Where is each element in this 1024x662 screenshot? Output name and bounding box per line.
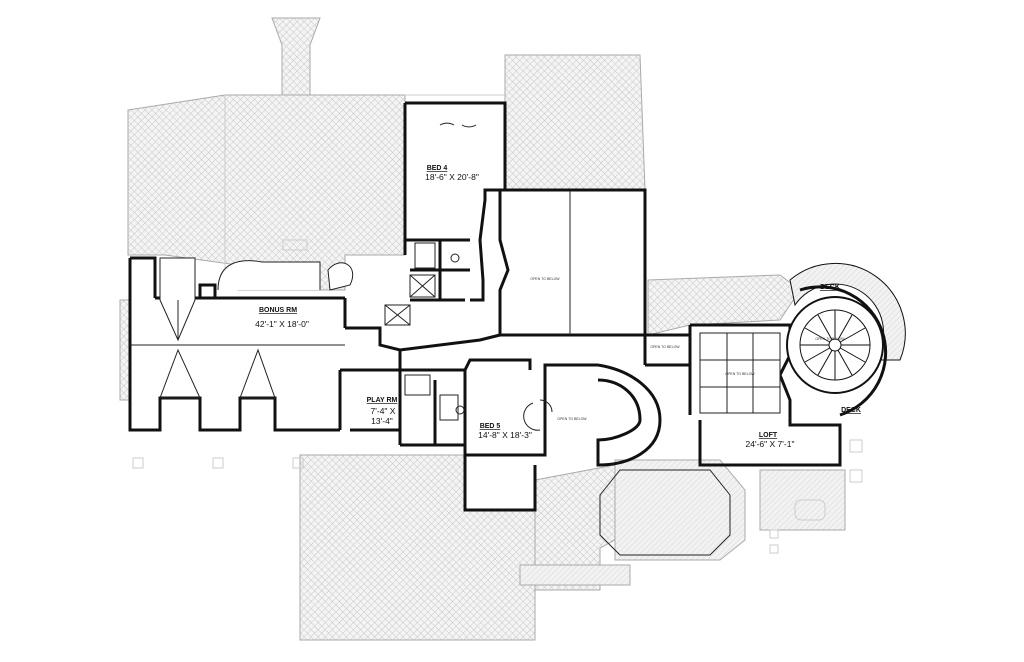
spiral-tower — [786, 262, 906, 417]
bonus-room-name: BONUS RM — [259, 307, 297, 314]
bed5-dims: 14'-8" X 18'-3" — [478, 430, 532, 440]
window-pier — [292, 457, 304, 469]
bed4-name: BED 4 — [427, 165, 448, 172]
front-steps — [519, 564, 631, 586]
open-below-note: OPEN TO BELOW — [650, 345, 680, 349]
chimney — [271, 17, 321, 96]
open-below-note: OPEN TO BELOW — [815, 337, 845, 341]
roof-front-left — [299, 454, 536, 641]
open-below-note: OPEN TO BELOW — [530, 277, 560, 281]
bed4-dims: 18'-6" X 20'-8" — [425, 172, 479, 182]
open-below-note: OPEN TO BELOW — [557, 417, 587, 421]
roof-center-back — [504, 54, 646, 191]
room-labels: BONUS RM 42'-1" X 18'-0" BED 4 18'-6" X … — [255, 165, 861, 449]
tub — [794, 499, 826, 521]
column — [769, 529, 779, 539]
below-outlines — [132, 94, 863, 554]
open-below-note: OPEN TO BELOW — [725, 372, 755, 376]
column — [769, 544, 779, 554]
bonus-room-dims: 42'-1" X 18'-0" — [255, 319, 309, 329]
loft-dims: 24'-6" X 7'-1" — [746, 439, 795, 449]
loft-name: LOFT — [759, 432, 778, 439]
bed5-name: BED 5 — [480, 423, 501, 430]
deck-side-label: DECK — [841, 407, 861, 414]
play-room-name: PLAY RM — [367, 397, 398, 404]
window-pier — [132, 457, 144, 469]
column — [849, 469, 863, 483]
roof-left — [127, 94, 406, 291]
column — [849, 439, 863, 453]
play-room-dims-1: 7'-4" X — [371, 406, 396, 416]
deck-top-label: DECK — [820, 284, 840, 291]
play-room-dims-2: 13'-4" — [371, 416, 393, 426]
tower-outer-wall — [799, 285, 888, 417]
roof-right-bay — [614, 459, 746, 561]
column — [282, 239, 308, 251]
interior-details — [130, 122, 781, 556]
window-pier — [212, 457, 224, 469]
roof-below-areas — [119, 17, 846, 641]
